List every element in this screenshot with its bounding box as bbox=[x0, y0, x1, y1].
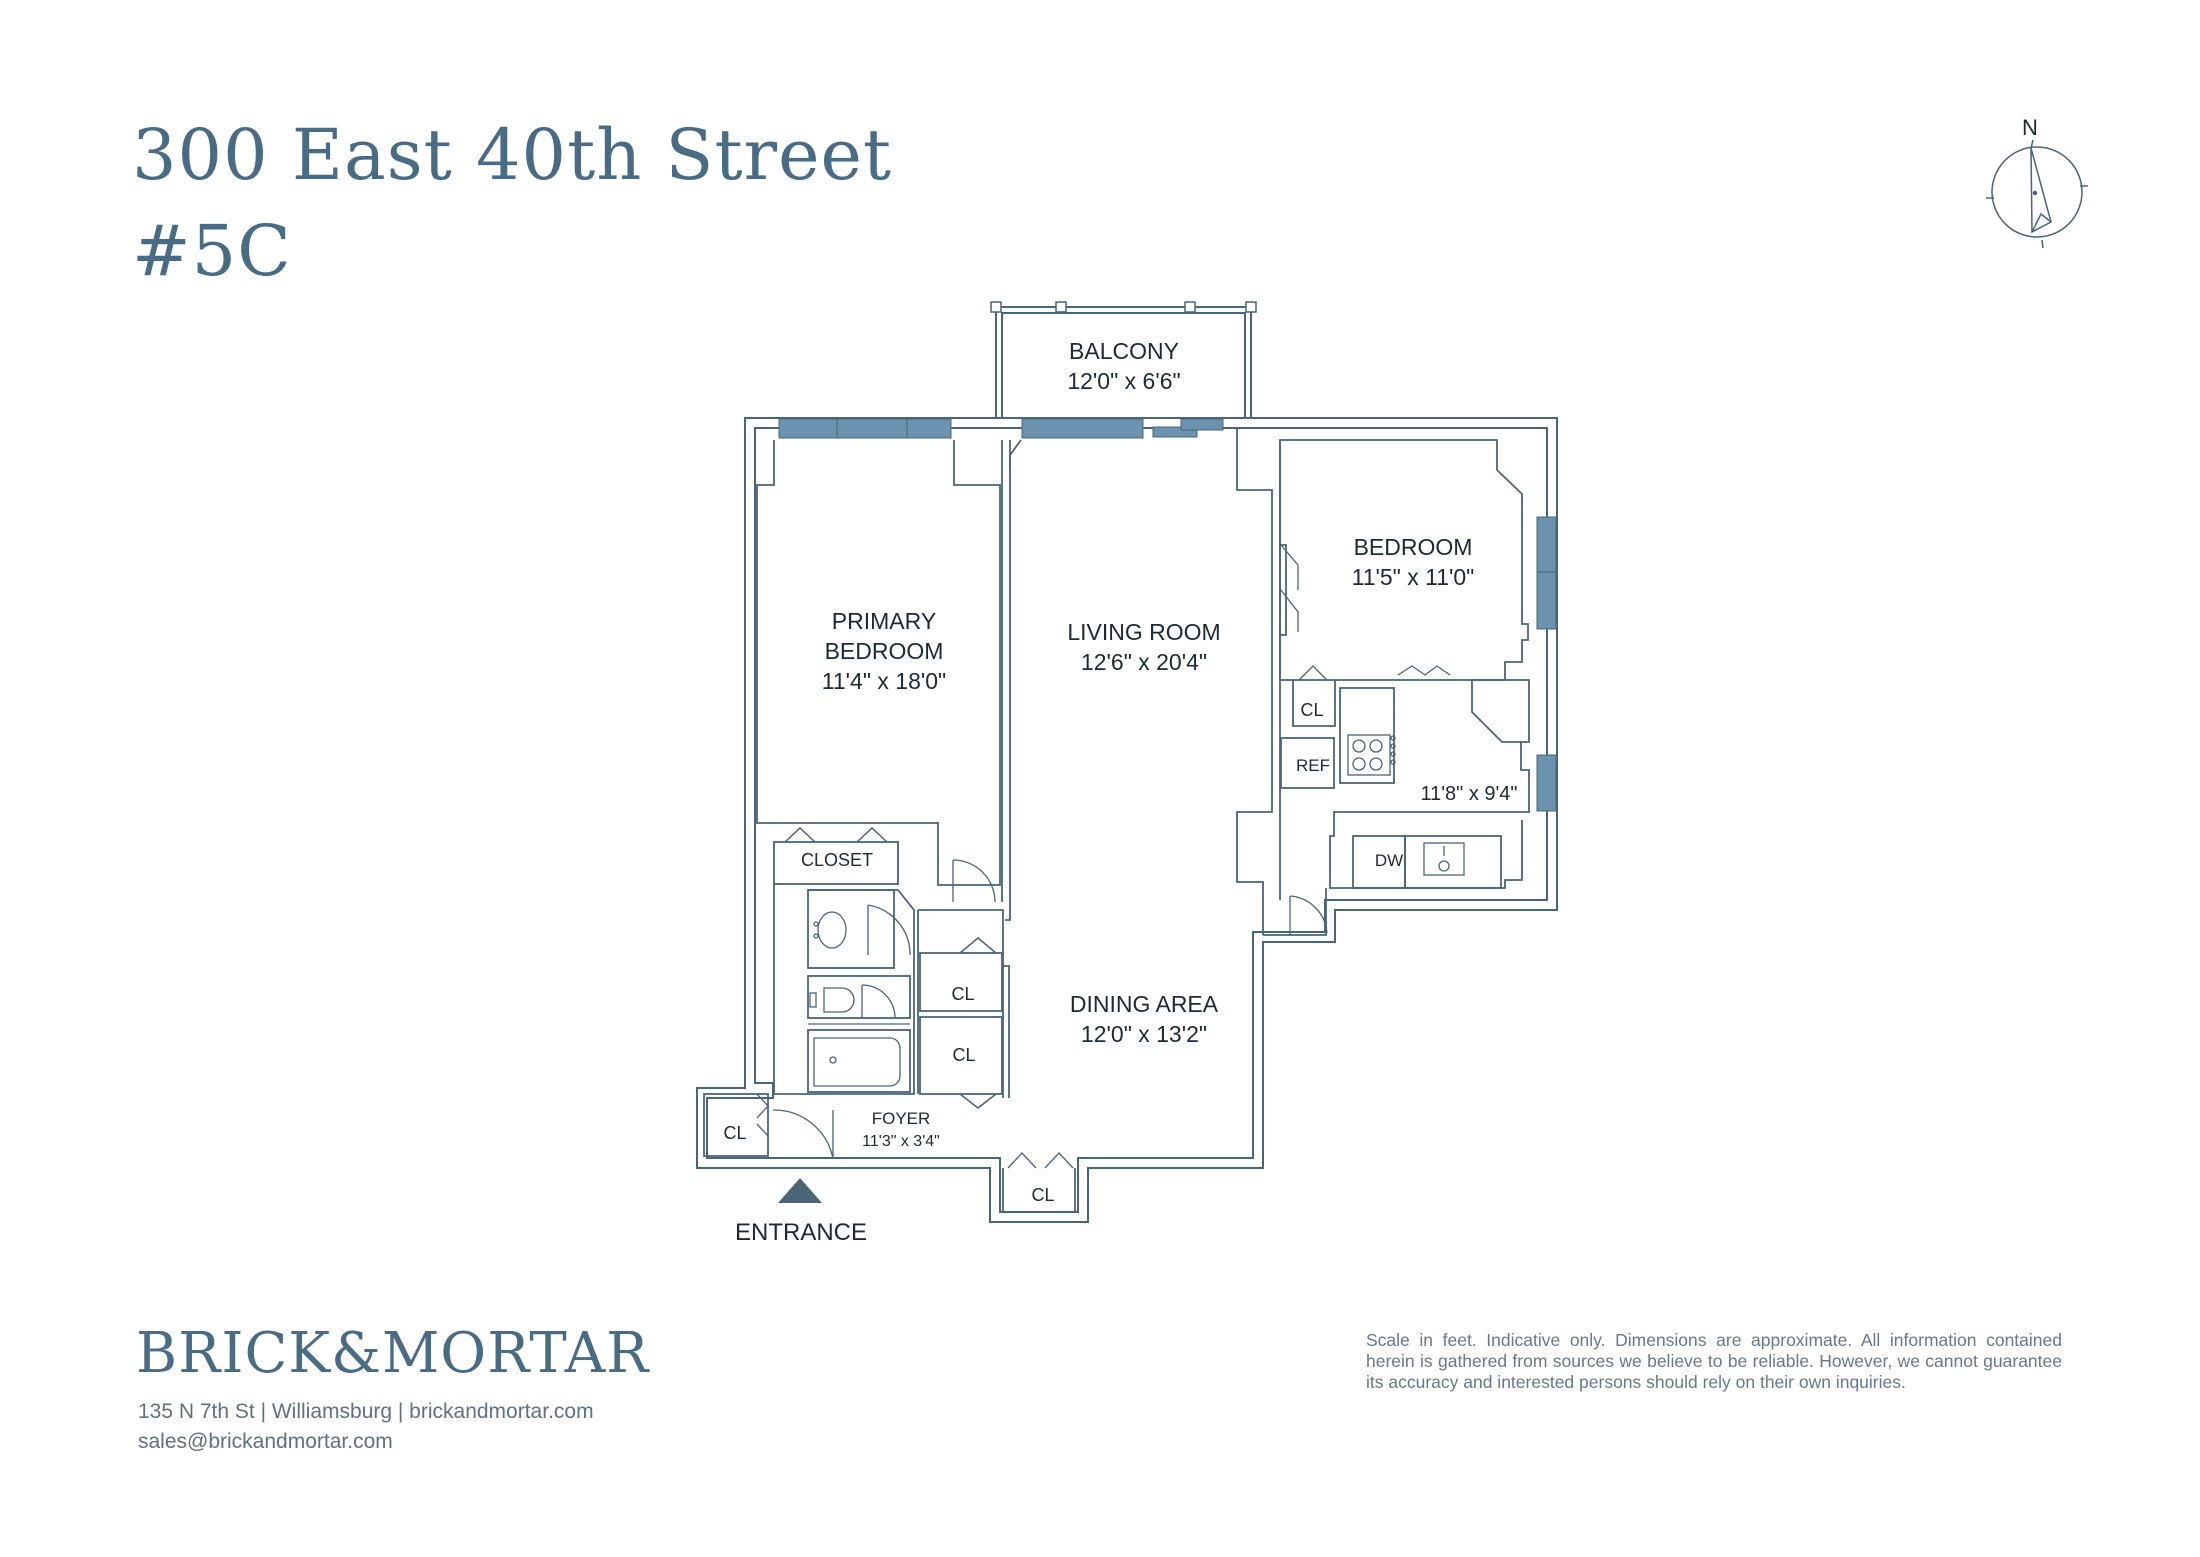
brand-logo: BRICK&MORTAR bbox=[136, 1321, 650, 1386]
dining-area-size: 12'0" x 13'2" bbox=[1081, 1021, 1207, 1047]
north-label: N bbox=[2022, 115, 2038, 140]
sink-icon bbox=[1423, 842, 1465, 876]
living-room-size: 12'6" x 20'4" bbox=[1081, 649, 1207, 675]
exterior-walls bbox=[696, 306, 1558, 1223]
sales-email: sales@brickandmortar.com bbox=[138, 1430, 393, 1453]
unit-number: #5C bbox=[132, 210, 292, 292]
stove-icon bbox=[1347, 734, 1396, 776]
bathroom-fixtures bbox=[809, 911, 901, 1087]
foyer-label: FOYER bbox=[872, 1109, 931, 1128]
bedroom-label: BEDROOM bbox=[1354, 534, 1473, 560]
entry-closet-label: CL bbox=[723, 1123, 746, 1143]
disclaimer-text: Scale in feet. Indicative only. Dimensio… bbox=[1366, 1330, 2062, 1392]
dining-closet-label: CL bbox=[1031, 1185, 1054, 1205]
closet-label: CLOSET bbox=[801, 850, 873, 870]
office-address: 135 N 7th St | Williamsburg | brickandmo… bbox=[138, 1400, 594, 1423]
balcony-posts bbox=[990, 301, 1257, 313]
interior-walls bbox=[703, 428, 1530, 1213]
balcony-label: BALCONY bbox=[1069, 338, 1179, 364]
dining-area-label: DINING AREA bbox=[1070, 991, 1219, 1017]
refrigerator-label: REF bbox=[1296, 756, 1330, 775]
windows bbox=[778, 418, 1557, 812]
foyer-size: 11'3" x 3'4" bbox=[862, 1133, 940, 1150]
address-title: 300 East 40th Street bbox=[132, 114, 893, 196]
entrance-arrow-icon bbox=[778, 1178, 822, 1203]
north-arrow-icon bbox=[1986, 139, 2088, 249]
balcony-size: 12'0" x 6'6" bbox=[1067, 368, 1180, 394]
hall-closet-label-1: CL bbox=[951, 984, 974, 1004]
door-swings bbox=[772, 544, 1328, 1160]
bedroom-size: 11'5" x 11'0" bbox=[1352, 564, 1475, 590]
dishwasher-label: DW bbox=[1375, 851, 1403, 870]
entrance-label: ENTRANCE bbox=[735, 1219, 867, 1246]
bedroom-closet-label: CL bbox=[1300, 700, 1323, 720]
kitchen-size: 11'8" x 9'4" bbox=[1420, 783, 1517, 805]
primary-bedroom-label-2: BEDROOM bbox=[825, 638, 944, 664]
fixture-labels: CLOSET CL CL CL CL CL REF DW ENTRANCE bbox=[723, 700, 1403, 1246]
living-room-label: LIVING ROOM bbox=[1067, 619, 1220, 645]
room-labels: BALCONY 12'0" x 6'6" PRIMARY BEDROOM 11'… bbox=[822, 338, 1518, 1150]
primary-bedroom-label-1: PRIMARY bbox=[832, 608, 936, 634]
primary-bedroom-size: 11'4" x 18'0" bbox=[822, 668, 946, 694]
hall-closet-label-2: CL bbox=[952, 1045, 975, 1065]
